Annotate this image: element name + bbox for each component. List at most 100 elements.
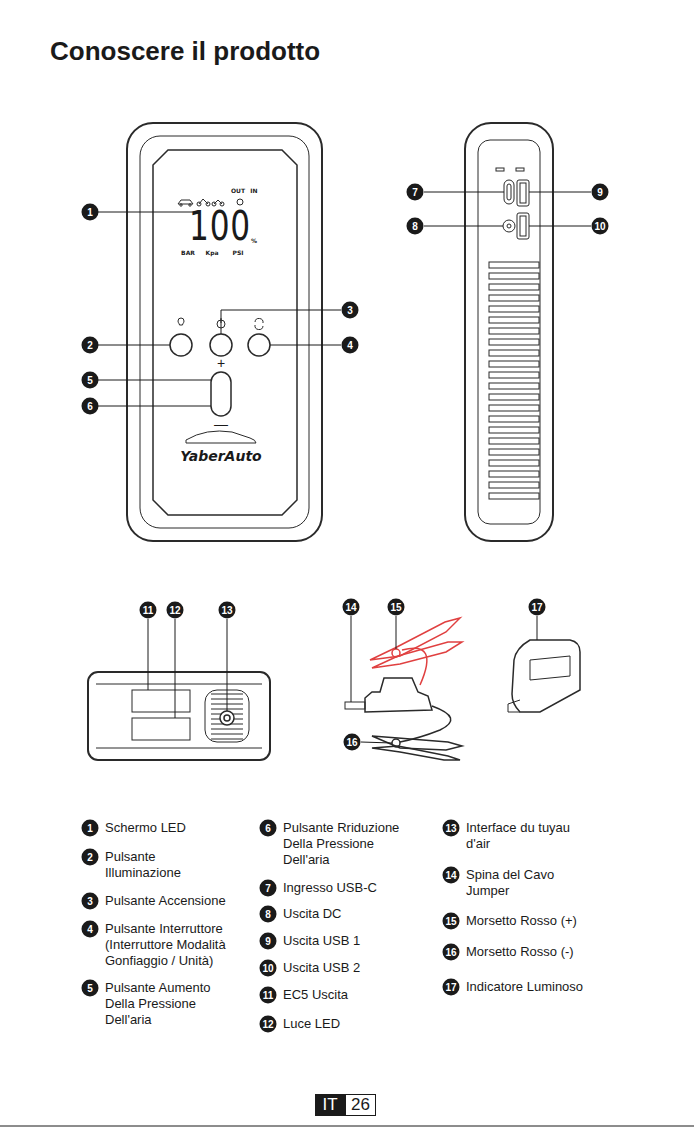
brand-logo: YaberAuto [180, 448, 261, 464]
front-housing [127, 123, 322, 541]
callout-number: 7 [407, 184, 424, 201]
part-name: Indicatore Luminoso [466, 979, 626, 995]
footer-rule [0, 1126, 694, 1127]
callout-number: 10 [592, 218, 609, 235]
indicator-plug [508, 640, 580, 712]
vent-slot [489, 383, 539, 389]
list-number: 11 [260, 987, 277, 1004]
vent-slot [489, 372, 539, 378]
lcd-text: Kpa [206, 249, 219, 256]
tag-text: IT [322, 1095, 337, 1115]
side-bezel [478, 140, 540, 524]
lcd-text: IN [250, 187, 257, 194]
callout-number: 11 [140, 602, 157, 619]
vent-slot [489, 460, 539, 466]
list-number: 7 [260, 880, 277, 897]
callout-number: 9 [592, 184, 609, 201]
vent-slot [489, 493, 539, 499]
part-name: Pulsante Illuminazione [105, 849, 225, 881]
callout-number: 2 [82, 337, 99, 354]
part-name: Pulsante Accensione [105, 893, 245, 909]
callout-number: 6 [82, 398, 99, 415]
grille-line [211, 739, 243, 740]
vent-slot [489, 416, 539, 422]
list-number: 15 [443, 913, 460, 930]
lcd-text: BAR [181, 249, 195, 256]
callout-number: 16 [344, 734, 361, 751]
callout-number: 12 [167, 602, 184, 619]
list-number: 3 [82, 893, 99, 910]
vent-slot [489, 295, 539, 301]
part-name: Pulsante Rriduzione Della Pressione Dell… [283, 820, 403, 868]
list-number: 1 [82, 820, 99, 837]
logo-car [186, 431, 256, 443]
vent-slot [489, 482, 539, 488]
lcd-text: PSI [233, 249, 244, 256]
callout-number: 8 [407, 218, 424, 235]
vent-slot [489, 394, 539, 400]
vent-slot [489, 471, 539, 477]
list-number: 14 [443, 867, 460, 884]
bottom-housing [88, 672, 270, 760]
tag-text: 26 [351, 1095, 370, 1115]
callout-number: 14 [343, 599, 360, 616]
callout-number: 15 [388, 599, 405, 616]
list-number: 5 [82, 980, 99, 997]
vent-slot [489, 449, 539, 455]
vent-slot [489, 262, 539, 268]
list-number: 2 [82, 849, 99, 866]
part-name: EC5 Uscita [283, 987, 423, 1003]
minus-sign: — [214, 416, 228, 432]
vent-slot [489, 273, 539, 279]
leader-lines [98, 192, 591, 743]
jumper-cable [345, 618, 462, 760]
list-number: 9 [260, 933, 277, 950]
ec5-port [132, 690, 190, 712]
vent-slot [489, 306, 539, 312]
part-name: Uscita USB 1 [283, 933, 423, 949]
side-housing [465, 123, 553, 541]
language-tag: IT [315, 1094, 345, 1116]
list-number: 12 [260, 1016, 277, 1033]
part-name: Pulsante Interruttore (Interruttore Moda… [105, 921, 245, 969]
vent-slot [489, 427, 539, 433]
vent-slot [489, 339, 539, 345]
front-bezel [140, 136, 309, 528]
list-number: 17 [443, 979, 460, 996]
page-number-box: 26 [345, 1094, 376, 1116]
list-number: 10 [260, 960, 277, 977]
side-ports [496, 168, 529, 239]
list-number: 13 [443, 820, 460, 837]
list-number: 16 [443, 944, 460, 961]
part-name: Interface du tuyau d'air [466, 820, 591, 852]
part-name: Ingresso USB-C [283, 880, 423, 896]
list-number: 8 [260, 906, 277, 923]
plus-sign: + [217, 355, 225, 371]
vent-slot [489, 328, 539, 334]
part-name: Luce LED [283, 1016, 423, 1032]
callout-number: 4 [342, 337, 359, 354]
list-number: 4 [82, 921, 99, 938]
part-name: Morsetto Rosso (+) [466, 913, 616, 929]
part-name: Schermo LED [105, 820, 240, 836]
callout-number: 3 [342, 302, 359, 319]
part-name: Spina del Cavo Jumper [466, 867, 576, 899]
callout-number: 13 [219, 602, 236, 619]
lcd-digits: 100 [189, 206, 251, 246]
vent-slot [489, 350, 539, 356]
air-port [220, 711, 234, 725]
vent-slots [489, 262, 539, 499]
part-name: Morsetto Rosso (-) [466, 944, 616, 960]
grille-line [211, 734, 243, 735]
grille-line [211, 729, 243, 730]
callout-number: 17 [529, 599, 546, 616]
lcd-text: OUT [231, 187, 245, 194]
lcd-text: % [251, 237, 257, 244]
front-panel [153, 150, 297, 515]
callout-number: 5 [82, 372, 99, 389]
vent-slot [489, 361, 539, 367]
buttons [170, 318, 270, 416]
part-name: Pulsante Aumento Della Pressione Dell'ar… [105, 980, 225, 1028]
vent-slot [489, 405, 539, 411]
